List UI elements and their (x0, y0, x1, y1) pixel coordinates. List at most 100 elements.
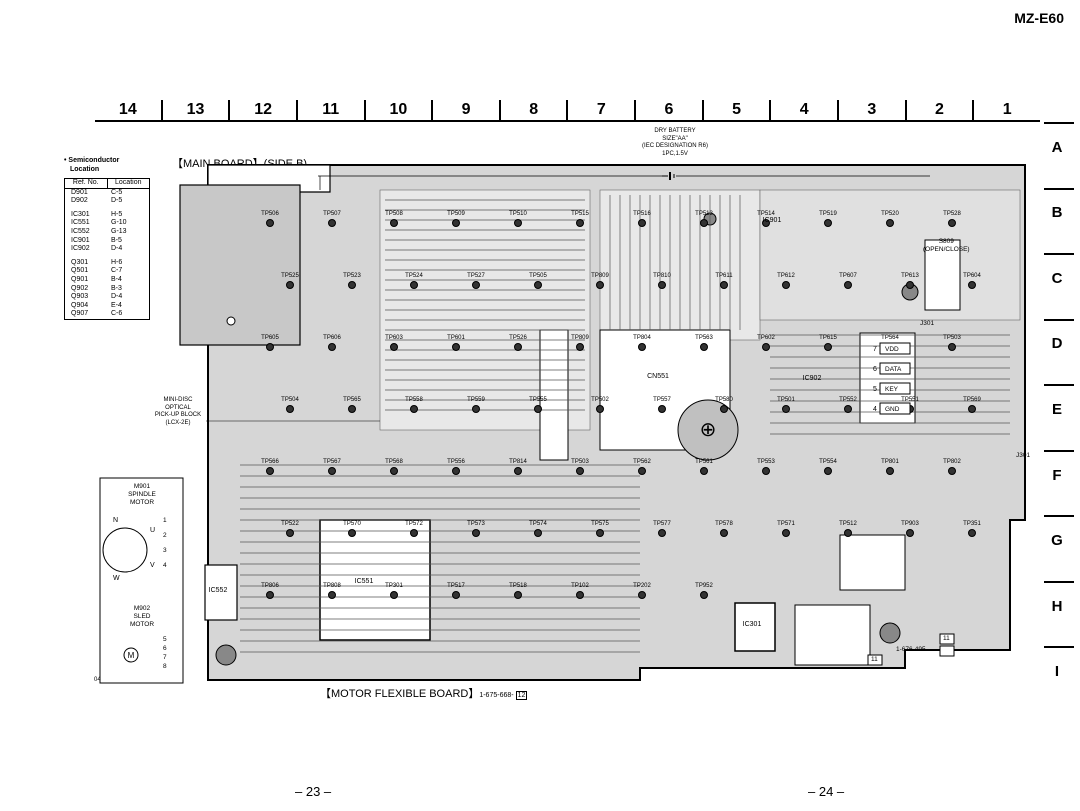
test-point-pad (948, 467, 956, 475)
test-point-pad (576, 467, 584, 475)
ic552-chip (204, 564, 238, 621)
test-point-label: TP802 (943, 459, 961, 465)
test-point-pad (328, 343, 336, 351)
row-divider (1044, 449, 1074, 452)
test-point: TP102 (571, 583, 589, 599)
test-point-pad (596, 405, 604, 413)
main-code: 1-676-495- (896, 646, 928, 653)
semiconductor-subtitle: Location (70, 166, 100, 173)
test-point-pad (658, 281, 666, 289)
pcb-traces (240, 195, 1010, 653)
j301-label-top: J301 (920, 320, 935, 327)
ref-no-cell: Q903 (71, 293, 89, 301)
test-point-label: TP605 (261, 335, 279, 341)
column-label: 8 (498, 100, 567, 120)
test-point: TP578 (715, 521, 733, 537)
ref-no-cell: Q907 (71, 310, 89, 318)
test-point-pad (286, 281, 294, 289)
test-point: TP506 (261, 211, 279, 227)
test-point: TP804 (633, 335, 651, 351)
board-suffix-box-top (939, 633, 955, 645)
motor-phase-label: U (150, 527, 155, 534)
test-point-pad (514, 343, 522, 351)
test-point-pad (472, 405, 480, 413)
test-point-pad (348, 529, 356, 537)
test-point: TP557 (653, 397, 671, 413)
location-cell: C-5 (111, 188, 123, 196)
location-cell: D-5 (111, 197, 123, 205)
test-point: TP814 (509, 459, 527, 475)
test-point-pad (762, 343, 770, 351)
test-point-label: TP513 (695, 211, 713, 217)
test-point-label: TP808 (323, 583, 341, 589)
test-point-pad (266, 467, 274, 475)
test-point: TP604 (963, 273, 981, 289)
test-point: TP613 (901, 273, 919, 289)
table-row: Q903 D-4 (65, 293, 149, 302)
test-point-pad (782, 405, 790, 413)
spindle-motor-symbol (102, 527, 148, 573)
test-point: TP522 (281, 521, 299, 537)
ic-label: IC902 (803, 375, 822, 382)
test-point-label: TP520 (881, 211, 899, 217)
row-label: I (1054, 663, 1060, 681)
test-point-pad (700, 343, 708, 351)
pickup-mount-region (179, 184, 301, 346)
test-point-label: TP607 (839, 273, 857, 279)
test-point-pad (720, 281, 728, 289)
row-label: A (1051, 138, 1063, 156)
row-label: B (1051, 204, 1063, 222)
test-point-label: TP580 (715, 397, 733, 403)
col-loc-header: Location (115, 179, 142, 186)
ic551-chip (319, 519, 431, 641)
test-point: TP603 (385, 335, 403, 351)
test-point: TP554 (819, 459, 837, 475)
row-label: C (1051, 269, 1063, 287)
test-point-pad (534, 529, 542, 537)
test-point: TP574 (529, 521, 547, 537)
test-point-pad (348, 405, 356, 413)
test-point: TP507 (323, 211, 341, 227)
test-point: TP528 (943, 211, 961, 227)
test-point: TP559 (467, 397, 485, 413)
page-number-left: – 23 – (295, 784, 332, 799)
test-point-pad (720, 529, 728, 537)
test-point-label: TP501 (777, 397, 795, 403)
label-line: SPINDLE (128, 491, 156, 498)
s809-switch-pad (924, 239, 961, 311)
ic-label: IC551 (355, 578, 374, 585)
test-point-label: TP522 (281, 521, 299, 527)
test-point-pad (844, 405, 852, 413)
row-divider (1044, 187, 1074, 190)
test-point-label: TP952 (695, 583, 713, 589)
ref-no-cell: IC902 (71, 245, 90, 253)
test-point: TP514 (757, 211, 775, 227)
location-cell: H-5 (111, 210, 123, 218)
test-point-pad (968, 529, 976, 537)
label-line: MINI-DISC (163, 397, 193, 403)
label-line: MOTOR (129, 499, 155, 506)
test-point-pad (390, 219, 398, 227)
j301-pin-number: 4 (873, 406, 877, 413)
test-point-label: TP527 (467, 273, 485, 279)
board-suffix-box-bottom (939, 645, 955, 657)
ic-label: CN551 (647, 373, 669, 380)
test-point-label: TP516 (633, 211, 651, 217)
test-point-label: TP517 (447, 583, 465, 589)
test-point-pad (514, 467, 522, 475)
test-point: TP561 (695, 459, 713, 475)
motor-pin-number: 2 (163, 532, 167, 539)
location-cell: D-4 (111, 293, 123, 301)
test-point-pad (348, 281, 356, 289)
test-point: TP605 (261, 335, 279, 351)
test-point: TP525 (281, 273, 299, 289)
test-point-label: TP301 (385, 583, 403, 589)
test-point-label: TP102 (571, 583, 589, 589)
